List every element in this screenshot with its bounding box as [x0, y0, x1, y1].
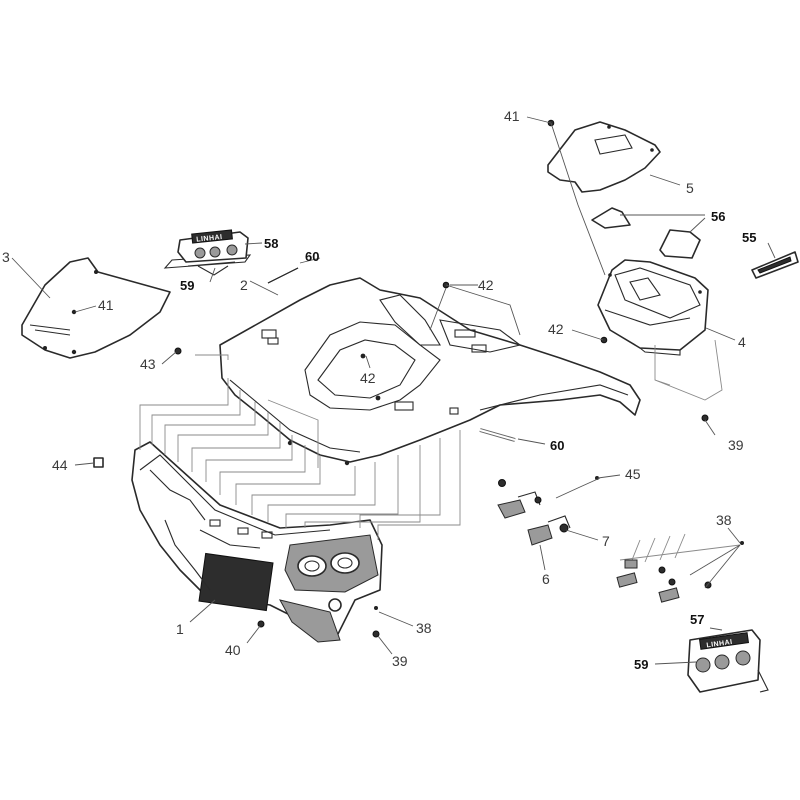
callout-59-bottom: 59: [634, 657, 648, 672]
side-panel-part-3: [21, 257, 171, 359]
fastener-part-39: [372, 414, 709, 638]
callout-39-right: 39: [728, 437, 744, 453]
emblem-bracket-part-58: LINHAI: [163, 229, 252, 276]
callout-40: 40: [225, 642, 241, 658]
callout-5: 5: [686, 180, 694, 196]
callout-3: 3: [2, 249, 10, 265]
bracket-part-56-b: [659, 229, 701, 259]
callout-58: 58: [264, 236, 278, 251]
callout-42-right: 42: [548, 321, 564, 337]
callout-56: 56: [711, 209, 725, 224]
callout-57: 57: [690, 612, 704, 627]
emblem-bracket-part-57: LINHAI: [687, 629, 769, 693]
fastener-part-40: [257, 620, 265, 628]
fastener-part-38-front: [374, 606, 378, 610]
callout-42-center: 42: [360, 370, 376, 386]
callout-44: 44: [52, 457, 68, 473]
callout-59-top: 59: [180, 278, 194, 293]
callout-38-right: 38: [716, 512, 732, 528]
callout-60-top: 60: [305, 249, 319, 264]
storage-lid-part-5: [547, 121, 661, 193]
storage-box-part-4: [597, 259, 723, 401]
clip-part-44: [93, 457, 104, 468]
callout-38-front: 38: [416, 620, 432, 636]
callout-43: 43: [140, 356, 156, 372]
front-bumper-part-1: [131, 441, 383, 643]
callout-7: 7: [602, 533, 610, 549]
leader-lines: [11, 116, 776, 665]
bracket-part-56-a: [591, 207, 631, 229]
clip-set-part-6: [497, 476, 599, 546]
callout-labels: 1 2 3 4 5 6 7 38 38 39 39 40 41 41 42 42…: [2, 108, 756, 672]
callout-6: 6: [542, 571, 550, 587]
decal-part-55: [751, 251, 799, 279]
assembly-guide-lines: [139, 354, 461, 540]
emblem-bottom-text: LINHAI: [706, 639, 733, 650]
callout-1: 1: [176, 621, 184, 637]
fastener-part-43: [174, 347, 182, 355]
screw-part-7: [559, 523, 569, 533]
callout-60-bottom: 60: [550, 438, 564, 453]
emblem-top-text: LINHAI: [196, 234, 223, 244]
callout-39-front: 39: [392, 653, 408, 669]
callout-2: 2: [240, 277, 248, 293]
callout-4: 4: [738, 334, 746, 350]
pin-part-60-bottom: [479, 428, 516, 442]
callout-41-left: 41: [98, 297, 114, 313]
front-fender-part-2: [219, 277, 641, 466]
callout-55: 55: [742, 230, 756, 245]
headlight-cluster: [284, 534, 379, 593]
callout-41-top: 41: [504, 108, 520, 124]
fastener-set-part-38: [616, 533, 744, 603]
callout-45: 45: [625, 466, 641, 482]
callout-42-top: 42: [478, 277, 494, 293]
pin-part-60-top: [267, 267, 299, 284]
